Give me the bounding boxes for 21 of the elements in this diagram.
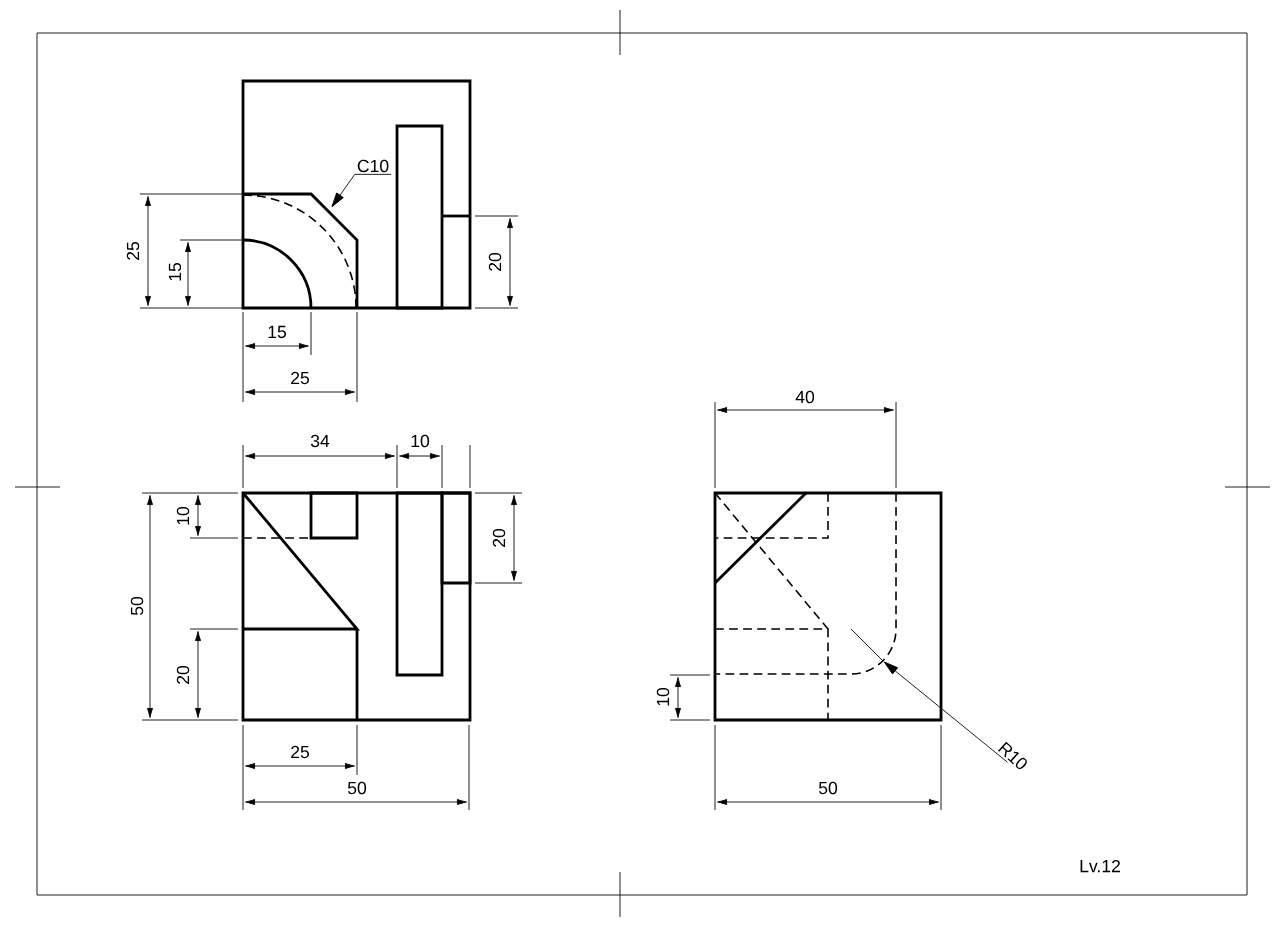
dimension-text: 50 [818, 781, 838, 795]
dimension-text: 34 [310, 434, 330, 448]
dimension-text: 10 [176, 506, 190, 525]
drawing-number: Lv.12 [1080, 859, 1120, 873]
dimension-text: 15 [268, 325, 287, 339]
dimension-text: 25 [291, 745, 310, 759]
dimension-text: R10 [998, 741, 1027, 770]
dimension-text: 50 [347, 781, 367, 795]
dimension-text: 40 [795, 390, 815, 404]
dimension-text: 25 [291, 371, 310, 385]
dimension-text: 20 [488, 252, 502, 271]
dimension-text: 20 [492, 528, 506, 547]
dimension-text: C10 [357, 159, 389, 173]
dimension-text: 10 [411, 434, 430, 448]
leader-line [331, 173, 392, 208]
dimension-text: 10 [656, 687, 670, 706]
dimension-text: 25 [126, 241, 140, 260]
leader-line [883, 661, 1008, 763]
dimension-text: 15 [168, 262, 182, 281]
dimension-text: 20 [176, 665, 190, 684]
dimension-text: 50 [130, 596, 144, 616]
